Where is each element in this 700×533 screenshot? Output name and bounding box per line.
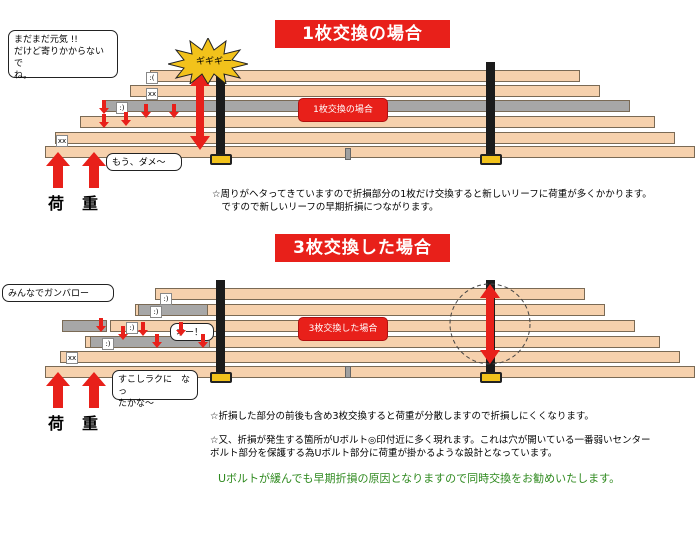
leaf-6 (45, 366, 695, 378)
load-label-1: 荷 重 (48, 194, 100, 213)
section1-title: 1枚交換の場合 (275, 20, 450, 48)
face-icon: xx (146, 88, 158, 100)
u-bolt-circle-mark (449, 283, 531, 365)
load-arrows-1 (46, 152, 106, 188)
leaf-6 (45, 146, 695, 158)
speech-bubble-bottom: もう、ダメ～ (106, 153, 182, 171)
speech-bubble-top: まだまだ元気 !! だけど寄りかからないで ね。 (8, 30, 118, 81)
section2-center-label: 3枚交換した場合 (298, 317, 388, 341)
face-icon: :( (146, 72, 158, 84)
section1-note: ☆周りがヘタってきていますので折損部分の1枚だけ交換すると新しいリーフに荷重が多… (212, 189, 652, 213)
load-label-2: 荷 重 (48, 414, 100, 433)
speech-bubble-bottom: すこしラクに なっ たかな～ (112, 370, 198, 409)
leaf-5-old (62, 320, 107, 332)
leaf-old (138, 304, 208, 316)
small-down-arrows-1 (99, 100, 179, 128)
u-bolt-left (216, 62, 225, 160)
u-bolt-right (486, 62, 495, 160)
face-icon: :) (150, 306, 162, 318)
face-icon: :) (102, 338, 114, 350)
section1-center-label: 1枚交換の場合 (298, 98, 388, 122)
stress-arrow-1 (190, 72, 210, 150)
section2-note-2: ☆又、折損が発生する箇所がUボルト◎印付近に多く現れます。これは穴が開いている一… (210, 435, 651, 459)
face-icon: :) (126, 322, 138, 334)
u-bolt-left (216, 280, 225, 378)
section2-note-1: ☆折損した部分の前後も含め3枚交換すると荷重が分散しますので折損しにくくなります… (210, 411, 594, 422)
section2-title: 3枚交換した場合 (275, 234, 450, 262)
leaf-1 (155, 288, 585, 300)
burst-text: ギギギー (196, 57, 233, 67)
u-bolt-nut-left (210, 372, 232, 383)
burst-icon (168, 38, 248, 84)
center-pin (345, 148, 351, 160)
face-icon: xx (56, 135, 68, 147)
load-arrows-2 (46, 372, 106, 408)
face-icon: :) (116, 102, 128, 114)
recommendation-text: Uボルトが緩んでも早期折損の原因となりますので同時交換をお勧めいたします。 (218, 472, 621, 485)
leaf-5 (55, 132, 675, 144)
face-icon: :) (160, 293, 172, 305)
face-icon: xx (66, 352, 78, 364)
speech-bubble-top: みんなでガンバロー (2, 284, 114, 302)
center-pin (345, 366, 351, 378)
u-bolt-nut-right (480, 372, 502, 383)
leaf-2 (130, 85, 600, 97)
u-bolt-nut-left (210, 154, 232, 165)
u-bolt-nut-right (480, 154, 502, 165)
leaf-5 (60, 351, 680, 363)
small-down-arrows-2 (96, 318, 208, 348)
